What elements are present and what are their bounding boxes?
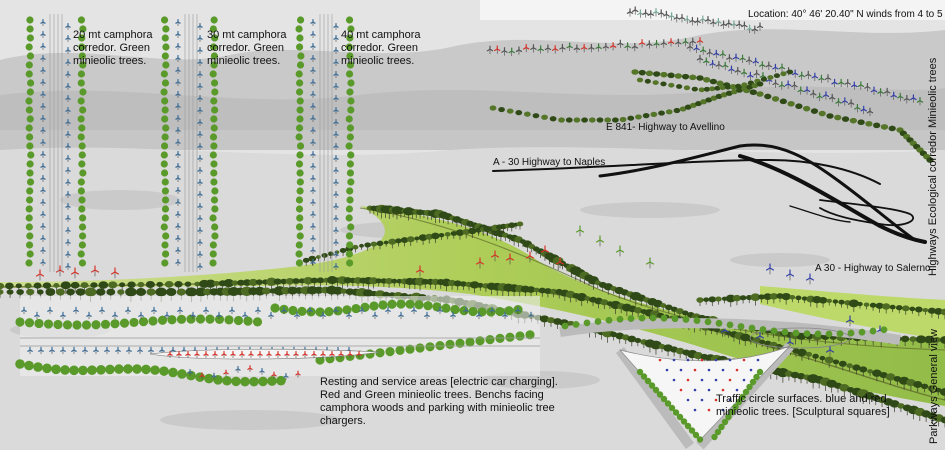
traffic-circle-caption: Traffic circle surfaces. blue and red mi… bbox=[716, 393, 890, 418]
traffic-circle-plan bbox=[559, 314, 901, 450]
highway-avellino bbox=[598, 143, 917, 242]
corridor-30-label: 30 mt camphora corredor. Green minieolic… bbox=[207, 29, 287, 67]
side-label-upper: Highways Ecological corredor Minieolic t… bbox=[927, 57, 939, 276]
location-note: Location: 40° 46' 20.40" N winds from 4 … bbox=[748, 9, 943, 20]
highway-network bbox=[492, 143, 927, 244]
resting-area-caption: Resting and service areas [electric car … bbox=[320, 376, 558, 427]
corridor-sections bbox=[25, 14, 355, 272]
corridor-section bbox=[25, 14, 87, 272]
highway-naples bbox=[492, 158, 881, 185]
highway-salerno bbox=[738, 154, 927, 244]
mountain-ridge-shade bbox=[0, 86, 945, 150]
top-white-band bbox=[480, 0, 945, 20]
upper-tree-bands bbox=[486, 6, 934, 163]
highway-loop-2 bbox=[789, 205, 851, 223]
corridor-section bbox=[160, 14, 219, 272]
side-label-lower: Parkways General view bbox=[928, 329, 940, 444]
minieolic-trees bbox=[35, 225, 885, 357]
corridor-grass bbox=[0, 206, 945, 406]
corridor-section bbox=[295, 14, 355, 272]
highway-avellino-label: E 841- Highway to Avellino bbox=[606, 122, 725, 133]
corridor-40-label: 40 mt camphora corredor. Green minieolic… bbox=[341, 29, 421, 67]
highway-salerno-label: A 30 - Highway to Salerno bbox=[815, 263, 931, 274]
highway-loop bbox=[819, 199, 914, 226]
highway-naples-label: A - 30 Highway to Naples bbox=[493, 157, 606, 168]
resting-area-plan bbox=[15, 296, 540, 387]
corridor-20-label: 20 mt camphora corredor. Green minieolic… bbox=[73, 29, 153, 67]
